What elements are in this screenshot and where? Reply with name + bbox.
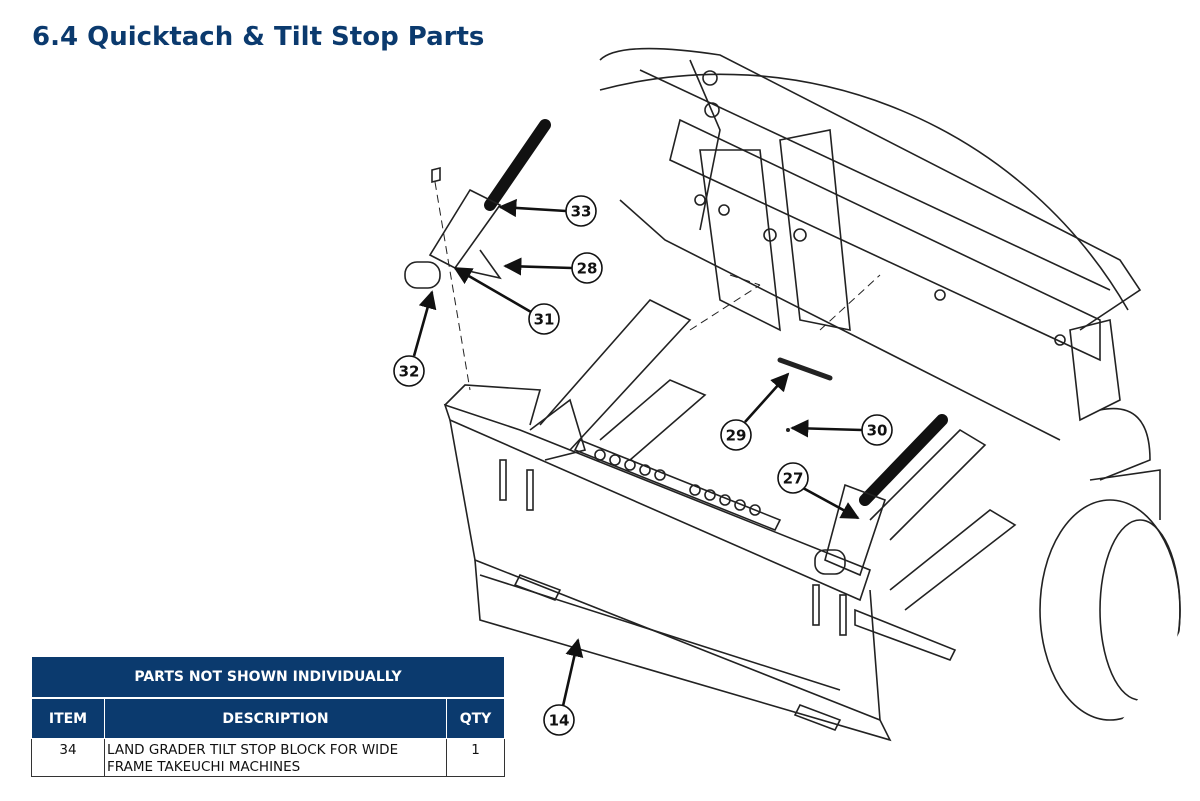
page-title: 6.4 Quicktach & Tilt Stop Parts: [32, 22, 485, 52]
item-cell: 34: [31, 738, 105, 777]
table-banner: PARTS NOT SHOWN INDIVIDUALLY: [31, 656, 505, 699]
callout-14: 14: [543, 704, 575, 736]
svg-text:28: 28: [577, 260, 598, 278]
parts-not-shown-table: PARTS NOT SHOWN INDIVIDUALLY ITEM DESCRI…: [31, 656, 505, 777]
callout-31: 31: [528, 303, 560, 335]
qty-cell: 1: [446, 738, 505, 777]
svg-text:27: 27: [783, 470, 804, 488]
svg-text:32: 32: [399, 363, 420, 381]
callout-32: 32: [393, 355, 425, 387]
callout-28: 28: [571, 252, 603, 284]
svg-text:31: 31: [534, 311, 555, 329]
machine-frame-illustration: [599, 47, 1181, 721]
quick-attach-plate-illustration: [443, 299, 1017, 742]
svg-text:14: 14: [549, 712, 570, 730]
column-header-qty: QTY: [446, 697, 505, 739]
callout-30: 30: [861, 414, 893, 446]
callout-33: 33: [565, 195, 597, 227]
column-header-item: ITEM: [31, 697, 105, 739]
table-row: 34 LAND GRADER TILT STOP BLOCK FOR WIDE …: [31, 738, 505, 777]
svg-text:29: 29: [726, 427, 747, 445]
callout-27: 27: [777, 462, 809, 494]
handle-illustration: [404, 119, 948, 577]
column-header-description: DESCRIPTION: [104, 697, 447, 739]
callout-29: 29: [720, 419, 752, 451]
description-cell: LAND GRADER TILT STOP BLOCK FOR WIDE FRA…: [104, 738, 447, 777]
svg-text:30: 30: [867, 422, 888, 440]
callout-leaders: [412, 198, 863, 707]
svg-text:33: 33: [571, 203, 592, 221]
